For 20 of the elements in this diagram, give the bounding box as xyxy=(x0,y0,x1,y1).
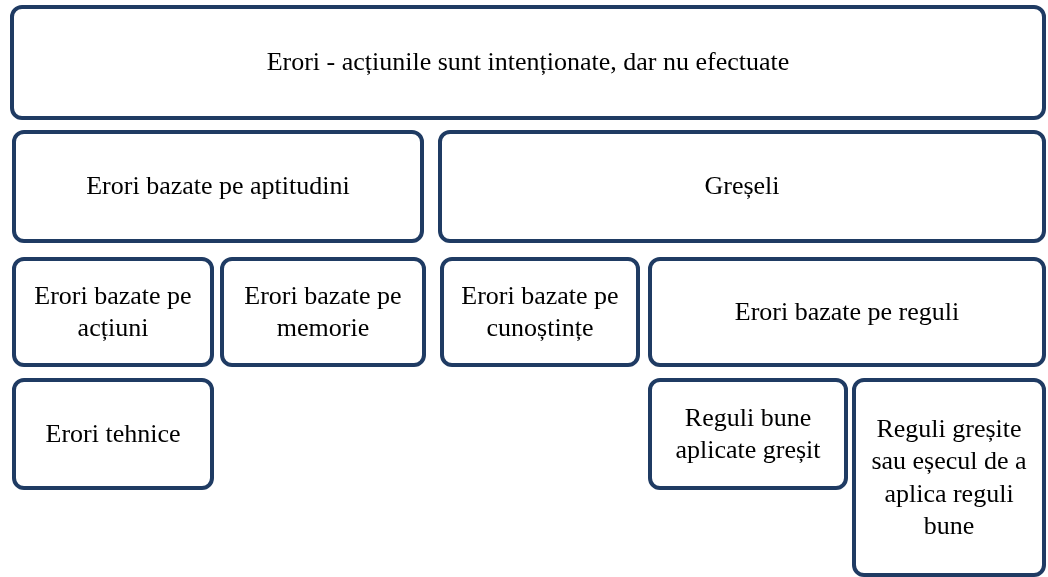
category-box xyxy=(648,378,848,490)
box-label: Reguli greșite sau eșecul de a aplica reguli bune xyxy=(870,412,1028,542)
box-label: Greșeli xyxy=(704,170,780,203)
box-label: Erori - acțiunile sunt intenționate, dar nu efectuate xyxy=(266,46,790,79)
box-label: Erori bazate pe aptitudini xyxy=(86,170,350,203)
box-label: Erori bazate pe memorie xyxy=(243,279,403,344)
box-label: Erori bazate pe acțiuni xyxy=(33,279,193,344)
category-box xyxy=(10,5,1046,120)
box-label: Erori tehnice xyxy=(45,417,181,450)
category-box xyxy=(440,257,640,367)
box-label: Reguli bune aplicate greșit xyxy=(674,401,822,466)
category-box xyxy=(12,257,214,367)
category-box xyxy=(220,257,426,367)
box-label: Erori bazate pe reguli xyxy=(734,295,960,328)
category-box xyxy=(12,378,214,490)
category-box xyxy=(852,378,1046,577)
box-label: Erori bazate pe cunoștințe xyxy=(460,279,620,344)
category-box xyxy=(12,130,424,243)
category-box xyxy=(648,257,1046,367)
category-box xyxy=(438,130,1046,243)
